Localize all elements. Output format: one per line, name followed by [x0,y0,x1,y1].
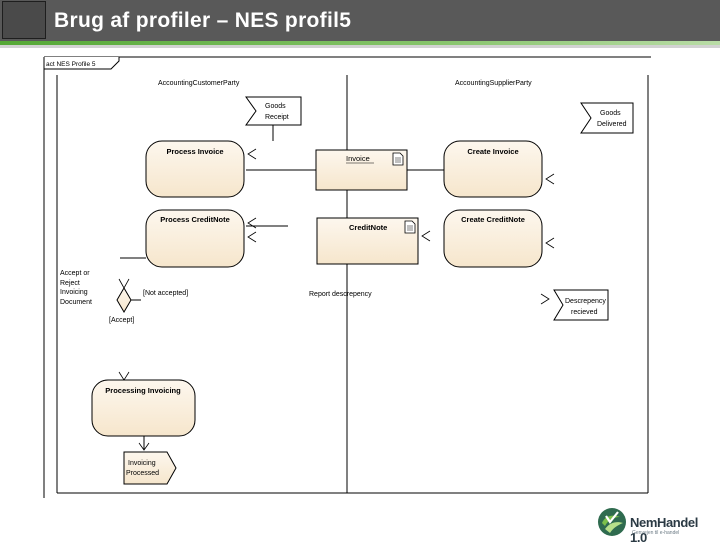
nemhandel-logo: NemHandel 1.0 Genvejen til e-handel [596,506,716,545]
signal-discrepancy-recieved: Descrepency recieved [540,289,609,321]
decision-note-line3: Invoicing [60,289,88,296]
object-creditnote: CreditNote [316,217,431,265]
slide-title: Brug af profiler – NES profil5 [54,9,352,32]
decision-diamond [116,287,132,313]
processing-invoicing-label: Processing Invoicing [105,386,181,395]
goods-receipt-line1: Goods [265,103,286,110]
invoicing-processed-line1: Invoicing [128,460,156,467]
divider-line [0,45,720,48]
logo-tagline: Genvejen til e-handel [632,530,680,536]
discrepancy-line2: recieved [571,309,598,316]
invoicing-processed-line2: Processed [126,470,159,477]
title-bar: Brug af profiler – NES profil5 [0,0,720,41]
report-discrepancy-label: Report descrepency [309,291,372,298]
guard-accept: [Accept] [109,317,134,324]
signal-goods-receipt: Goods Receipt [245,96,302,126]
decision-note-line2: Reject [60,280,80,287]
goods-delivered-line1: Goods [600,110,621,117]
document-icon [404,220,416,234]
guard-not-accepted: [Not accepted] [143,290,188,297]
decision-note-line1: Accept or [60,270,90,277]
title-square [2,1,46,39]
control-flows [120,125,444,450]
partitions: AccountingCustomerParty AccountingSuppli… [56,75,649,494]
activity-create-creditnote: Create CreditNote [443,209,555,268]
partition-customer: AccountingCustomerParty [158,80,240,87]
invoice-label: Invoice [346,154,370,163]
create-creditnote-label: Create CreditNote [461,215,525,224]
object-invoice: Invoice [315,149,408,191]
goods-receipt-line2: Receipt [265,114,289,121]
process-creditnote-label: Process CreditNote [160,215,230,224]
document-icon [392,152,404,166]
signal-goods-delivered: Goods Delivered [580,102,634,134]
frame-label: act NES Profile 5 [46,61,96,68]
creditnote-label: CreditNote [349,223,387,232]
partition-supplier: AccountingSupplierParty [455,80,532,87]
decision-accept-reject: Accept or Reject Invoicing Document [Not… [60,270,188,324]
diagram-frame: act NES Profile 5 [43,56,651,498]
activity-create-invoice: Create Invoice [443,140,555,198]
signal-invoicing-processed: Invoicing Processed [123,451,177,485]
activity-process-creditnote: Process CreditNote [145,209,257,268]
decision-note-line4: Document [60,299,92,306]
create-invoice-label: Create Invoice [467,147,518,156]
process-invoice-label: Process Invoice [166,147,223,156]
activity-process-invoice: Process Invoice [145,140,257,198]
discrepancy-line1: Descrepency [565,298,606,305]
frame-label-tab [43,57,120,70]
nemhandel-swirl-icon [598,508,626,536]
activity-processing-invoicing: Processing Invoicing [91,371,196,451]
goods-delivered-line2: Delivered [597,121,627,128]
accent-line [0,41,720,45]
